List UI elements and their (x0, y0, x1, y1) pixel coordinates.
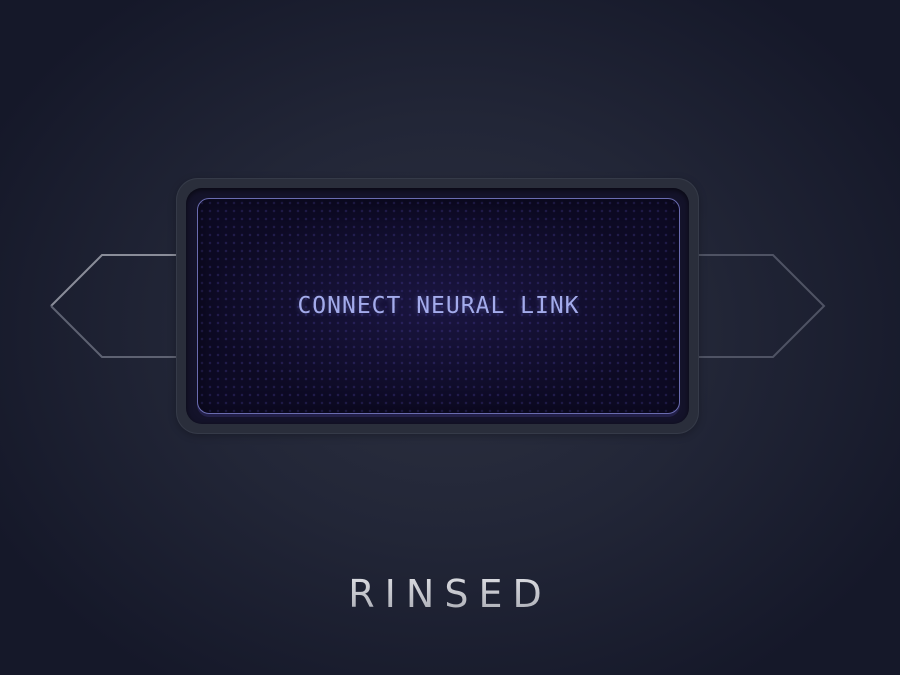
button-label: CONNECT NEURAL LINK (297, 293, 580, 319)
connect-neural-link-button[interactable]: CONNECT NEURAL LINK (197, 198, 680, 414)
brand-logo: RINSED (0, 572, 900, 616)
right-circuit-icon (699, 254, 900, 358)
left-circuit-icon (0, 254, 176, 358)
